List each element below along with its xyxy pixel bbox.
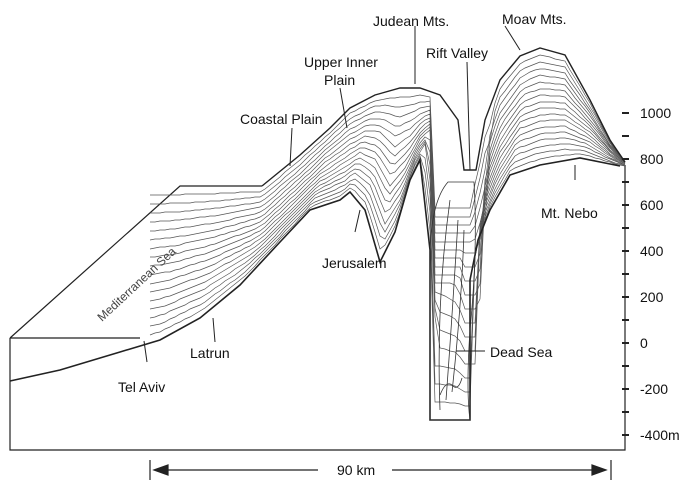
contour-line (150, 144, 625, 378)
label-moav-mts: Moav Mts. (502, 11, 567, 27)
contour-line (150, 126, 625, 337)
front-terrain-profile (10, 158, 620, 420)
sea-plane (10, 186, 262, 338)
scale-tick-label: 800 (640, 151, 664, 167)
contour-line (150, 69, 625, 225)
scale-tick-label: 400 (640, 243, 664, 259)
elevation-scale: 1000 800 600 400 200 0 -200 -400m (622, 105, 680, 443)
contour-line (150, 154, 625, 406)
scale-tick-label: 200 (640, 289, 664, 305)
contour-line (150, 108, 625, 295)
label-upper-inner-plain-1: Upper Inner (304, 54, 378, 70)
label-tel-aviv: Tel Aviv (118, 379, 165, 395)
distance-label: 90 km (337, 462, 375, 478)
distance-bar (150, 460, 611, 480)
label-rift-valley: Rift Valley (426, 45, 488, 61)
contour-line (150, 55, 625, 208)
label-coastal-plain: Coastal Plain (240, 111, 323, 127)
scale-tick-label: 1000 (640, 105, 671, 121)
label-latrun: Latrun (190, 345, 230, 361)
scale-tick-label: 600 (640, 197, 664, 213)
label-upper-inner-plain-2: Plain (324, 72, 355, 88)
label-judean-mts: Judean Mts. (373, 13, 449, 29)
scale-tick-label: -200 (640, 381, 668, 397)
label-mt-nebo: Mt. Nebo (541, 205, 598, 221)
label-jerusalem: Jerusalem (322, 255, 387, 271)
mediterranean-sea-label: Mediterranean Sea (94, 244, 178, 324)
contour-line (150, 138, 625, 364)
label-dead-sea: Dead Sea (490, 344, 552, 360)
scale-tick-label: -400m (640, 427, 680, 443)
scale-tick-label: 0 (640, 335, 648, 351)
